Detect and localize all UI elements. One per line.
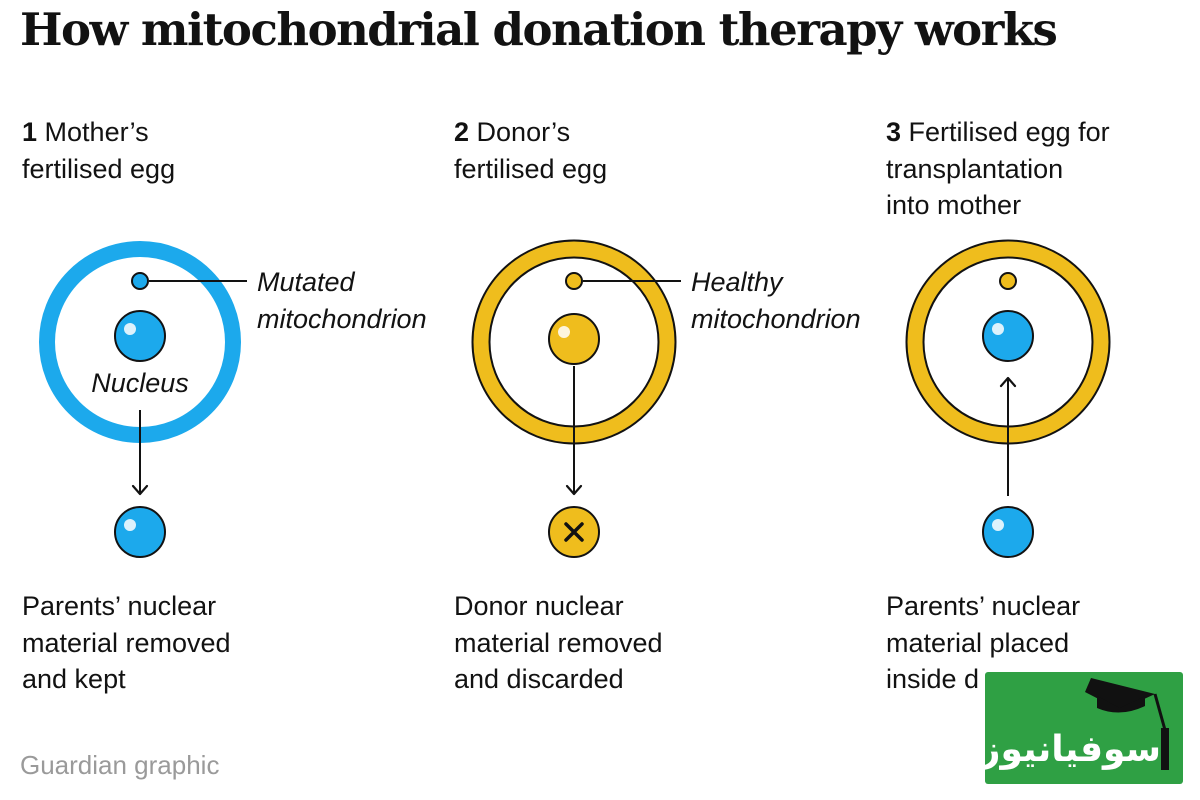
page-title: How mitochondrial donation therapy works [20, 3, 1058, 56]
step-2-egg [471, 239, 681, 558]
healthy-mitochondrion-label: Healthy mitochondrion [691, 267, 861, 334]
watermark-logo: سوفیانیوز [979, 672, 1183, 784]
step-3-heading-line-2: transplantation [886, 153, 1064, 184]
step-3-caption-line-3: inside d [886, 664, 980, 694]
step-1-heading: 1 Mother’s fertilised egg [22, 114, 175, 187]
step-2-heading-line-2: fertilised egg [454, 153, 608, 184]
step-2-nucleus [548, 313, 600, 365]
healthy-label-line-2: mitochondrion [691, 304, 861, 334]
step-1-egg: Nucleus [39, 241, 247, 558]
step-1-caption-line-1: Parents’ nuclear [22, 591, 217, 621]
step-3-heading: 3 Fertilised egg for transplantation int… [886, 114, 1110, 224]
step-3-caption-line-2: material placed [886, 627, 1070, 658]
step-1-caption: Parents’ nuclear material removed and ke… [22, 588, 231, 698]
watermark-text: سوفیانیوز [979, 729, 1161, 770]
step-3-caption-line-1: Parents’ nuclear [886, 591, 1081, 621]
step-1-nucleus [114, 310, 166, 362]
step-2-number: 2 [454, 117, 470, 147]
step-2-caption-line-1: Donor nuclear [454, 591, 624, 621]
step-3-egg [905, 239, 1111, 558]
step-3-nucleus [982, 310, 1034, 362]
healthy-label-line-1: Healthy [691, 267, 784, 297]
credit-line: Guardian graphic [20, 750, 220, 780]
mutated-mitochondrion-label: Mutated mitochondrion [257, 267, 427, 334]
mutated-label-line-2: mitochondrion [257, 304, 427, 334]
step-2-heading: 2 Donor’s fertilised egg [454, 114, 607, 187]
step-1-heading-line-2: fertilised egg [22, 153, 176, 184]
step-1-caption-line-2: material removed [22, 627, 231, 658]
step-1-caption-line-3: and kept [22, 664, 126, 694]
mutated-label-line-1: Mutated [257, 267, 356, 297]
step-2-caption-line-2: material removed [454, 627, 663, 658]
step-1-extracted-nucleus [114, 506, 166, 558]
step-1-number: 1 [22, 117, 38, 147]
nucleus-label: Nucleus [91, 368, 189, 398]
step-2-caption-line-3: and discarded [454, 664, 624, 694]
step-3-heading-line-1: Fertilised egg for [908, 117, 1110, 147]
graduation-cap-icon [1085, 678, 1169, 770]
step-1-mitochondrion [131, 272, 149, 290]
step-3-transplanted-nucleus [982, 506, 1034, 558]
step-3-caption: Parents’ nuclear material placed inside … [886, 588, 1080, 698]
step-2-heading-line-1: Donor’s [476, 117, 571, 147]
step-3-mitochondrion [999, 272, 1017, 290]
step-3-heading-line-3: into mother [886, 190, 1022, 220]
step-2-mitochondrion [565, 272, 583, 290]
step-1-heading-line-1: Mother’s [44, 117, 149, 147]
step-2-caption: Donor nuclear material removed and disca… [454, 588, 663, 698]
step-3-number: 3 [886, 117, 902, 147]
discarded-nucleus-x-icon [548, 506, 600, 558]
